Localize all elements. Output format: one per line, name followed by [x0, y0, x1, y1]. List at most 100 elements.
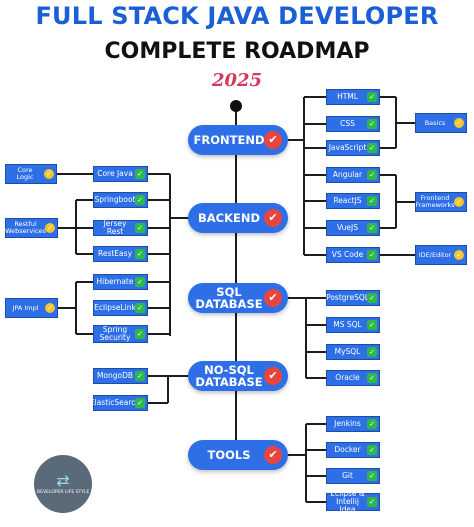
- backend-item-resteasy[interactable]: RestEasy✓: [93, 246, 148, 262]
- stage-backend-label: BACKEND: [197, 211, 261, 225]
- item-label: VueJS: [337, 223, 358, 232]
- frontend-item-angular[interactable]: Angular ✓: [326, 167, 380, 183]
- logo-brand-text: DEVELOPER LIFE STYLE: [36, 490, 90, 495]
- category-ide-editor[interactable]: IDE/Editor✓: [415, 245, 467, 265]
- category-label: Restful Webservices: [5, 220, 46, 235]
- backend-item-eclipselink[interactable]: EclipseLink✓: [93, 300, 148, 316]
- item-label: HTML: [337, 92, 358, 101]
- green-check-icon: ✓: [135, 223, 145, 233]
- item-label: Hibernate: [96, 277, 134, 286]
- green-check-icon: ✓: [367, 497, 377, 507]
- sql-item-mssql[interactable]: MS SQL ✓: [326, 317, 380, 333]
- tools-item-jenkins[interactable]: Jenkins ✓: [326, 416, 380, 432]
- nosql-item-elasticsearch[interactable]: ElasticSearch✓: [89, 395, 148, 411]
- green-check-icon: ✓: [367, 419, 377, 429]
- stage-sql-database[interactable]: SQL DATABASE ✔: [188, 283, 288, 313]
- title-line-1: FULL STACK JAVA DEVELOPER: [35, 2, 439, 30]
- stage-frontend-label: FRONTEND: [193, 133, 265, 147]
- item-label: ElasticSearch: [89, 398, 141, 407]
- tools-item-eclipse-intellij[interactable]: Eclipse & Intellij Idea✓: [326, 489, 380, 514]
- category-label: Frontend Frameworks: [415, 194, 455, 209]
- green-check-icon: ✓: [135, 329, 145, 339]
- item-label: MongoDB: [96, 371, 134, 380]
- frontend-item-css[interactable]: CSS ✓: [326, 116, 380, 132]
- brand-logo: ⇄ DEVELOPER LIFE STYLE: [34, 455, 92, 513]
- green-check-icon: ✓: [135, 277, 145, 287]
- green-check-icon: ✓: [135, 195, 145, 205]
- backend-item-spring-security[interactable]: Spring Security✓: [93, 325, 148, 343]
- item-label: Springboot: [94, 195, 136, 204]
- green-check-icon: ✓: [135, 249, 145, 259]
- backend-item-hibernate[interactable]: Hibernate✓: [93, 274, 148, 290]
- green-check-icon: ✓: [367, 143, 377, 153]
- green-check-icon: ✓: [367, 445, 377, 455]
- backend-item-jersey-rest[interactable]: Jersey Rest ✓: [93, 220, 148, 236]
- frontend-item-vuejs[interactable]: VueJS ✓: [326, 220, 380, 236]
- green-check-icon: ✓: [367, 92, 377, 102]
- stage-backend[interactable]: BACKEND ✔: [188, 203, 288, 233]
- green-check-icon: ✓: [367, 320, 377, 330]
- item-label: Oracle: [335, 373, 360, 382]
- item-label: Jenkins: [334, 419, 361, 428]
- category-basics[interactable]: Basics ✓: [415, 113, 467, 133]
- nosql-item-mongodb[interactable]: MongoDB✓: [93, 368, 148, 384]
- green-check-icon: ✓: [367, 293, 377, 303]
- category-label: JPA Impl: [12, 303, 39, 312]
- category-core-logic[interactable]: Core Logic✓: [5, 164, 57, 184]
- backend-item-springboot[interactable]: Springboot✓: [93, 192, 148, 208]
- category-label: Core Logic: [16, 166, 34, 181]
- item-label: CSS: [340, 119, 355, 128]
- green-check-icon: ✓: [367, 196, 377, 206]
- green-check-icon: ✓: [367, 119, 377, 129]
- item-label: EclipseLink: [94, 303, 136, 312]
- frontend-item-reactjs[interactable]: ReactJS ✓: [326, 193, 380, 209]
- red-check-circle-icon: ✔: [264, 289, 282, 307]
- yellow-check-circle-icon: ✓: [45, 303, 55, 313]
- green-check-icon: ✓: [367, 347, 377, 357]
- item-label: Jersey Rest: [103, 219, 127, 236]
- stage-nosql-label: NO-SQL DATABASE: [195, 363, 263, 389]
- item-label: Core Java: [97, 169, 133, 178]
- sql-item-postgresql[interactable]: PostgreSQL✓: [326, 290, 380, 306]
- yellow-check-circle-icon: ✓: [454, 250, 464, 260]
- category-jpa-impl[interactable]: JPA Impl ✓: [5, 298, 58, 318]
- category-label: Basics: [424, 118, 446, 127]
- logo-glyph-icon: ⇄: [56, 471, 70, 490]
- backend-item-core-java[interactable]: Core Java✓: [93, 166, 148, 182]
- stage-sql-label: SQL DATABASE: [195, 285, 263, 311]
- green-check-icon: ✓: [367, 223, 377, 233]
- item-label: MySQL: [334, 347, 361, 356]
- start-dot: [230, 100, 242, 112]
- red-check-circle-icon: ✔: [264, 367, 282, 385]
- item-label: Angular: [332, 170, 363, 179]
- green-check-icon: ✓: [135, 371, 145, 381]
- stage-frontend[interactable]: FRONTEND ✔: [188, 125, 288, 155]
- category-frontend-frameworks[interactable]: Frontend Frameworks✓: [415, 192, 467, 212]
- sql-item-oracle[interactable]: Oracle✓: [326, 370, 380, 386]
- tools-item-git[interactable]: Git✓: [326, 468, 380, 484]
- green-check-icon: ✓: [367, 170, 377, 180]
- tools-item-docker[interactable]: Docker✓: [326, 442, 380, 458]
- red-check-circle-icon: ✔: [264, 209, 282, 227]
- yellow-check-circle-icon: ✓: [45, 223, 55, 233]
- stage-tools[interactable]: TOOLS ✔: [188, 440, 288, 470]
- frontend-item-javascript[interactable]: JavaScript✓: [326, 140, 380, 156]
- red-check-circle-icon: ✔: [264, 446, 282, 464]
- stage-nosql-database[interactable]: NO-SQL DATABASE ✔: [188, 361, 288, 391]
- green-check-icon: ✓: [367, 471, 377, 481]
- stage-tools-label: TOOLS: [207, 448, 251, 462]
- frontend-item-html[interactable]: HTML ✓: [326, 89, 380, 105]
- category-label: IDE/Editor: [418, 250, 452, 259]
- item-label: MS SQL: [333, 320, 362, 329]
- green-check-icon: ✓: [135, 303, 145, 313]
- sql-item-mysql[interactable]: MySQL ✓: [326, 344, 380, 360]
- item-label: ReactJS: [333, 196, 362, 205]
- category-restful-webservices[interactable]: Restful Webservices✓: [5, 218, 58, 238]
- frontend-item-vscode[interactable]: VS Code✓: [326, 247, 380, 263]
- item-label: PostgreSQL: [326, 293, 369, 302]
- yellow-check-circle-icon: ✓: [454, 118, 464, 128]
- item-label: Eclipse & Intellij Idea: [330, 489, 365, 514]
- yellow-check-circle-icon: ✓: [454, 197, 464, 207]
- green-check-icon: ✓: [135, 169, 145, 179]
